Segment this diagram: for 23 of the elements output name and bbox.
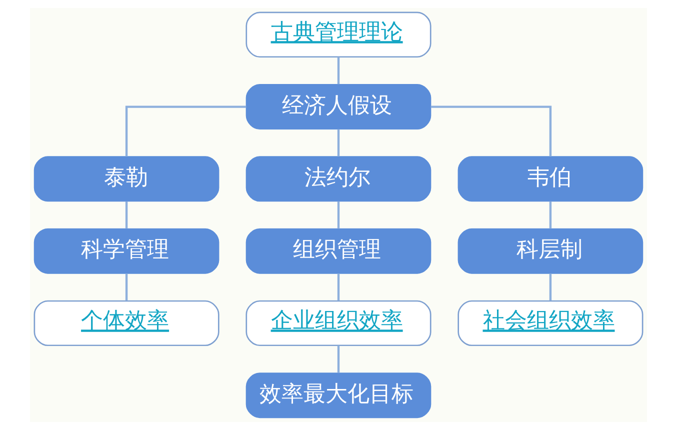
node-box: 科学管理 [34,228,220,274]
connector [549,201,552,228]
connector [125,274,128,301]
connector [337,57,340,84]
node-box: 古典管理理论 [246,12,432,58]
connector [337,201,340,228]
node-box: 社会组织效率 [458,300,644,346]
node-box: 泰勒 [34,156,220,202]
connector [430,106,552,156]
node-box: 效率最大化目标 [246,372,432,418]
node-box: 企业组织效率 [246,300,432,346]
connector [337,346,340,373]
connector [125,201,128,228]
node-box: 经济人假设 [246,84,432,130]
connector [337,274,340,301]
connector [337,129,340,156]
connector [549,274,552,301]
node-box: 科层制 [458,228,644,274]
node-box: 组织管理 [246,228,432,274]
connector [125,106,246,156]
node-box: 个体效率 [34,300,220,346]
node-box: 法约尔 [246,156,432,202]
node-box: 韦伯 [458,156,644,202]
